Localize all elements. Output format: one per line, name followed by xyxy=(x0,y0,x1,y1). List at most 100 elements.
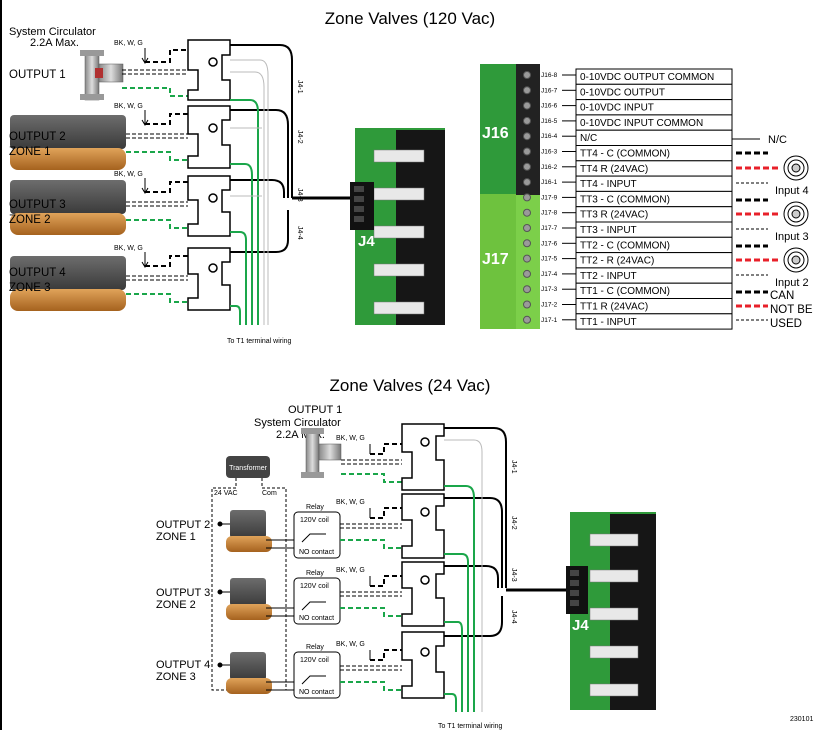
terminal-screw-icon xyxy=(523,178,531,187)
zone-valve-icon xyxy=(10,115,126,170)
wire-colors-label: BK, W, G xyxy=(336,435,365,442)
top-circulator-amps: 2.2A Max. xyxy=(30,37,79,49)
j4-pin-label: J4-3 xyxy=(296,188,303,202)
terminal-screw-icon xyxy=(523,224,531,232)
terminal-row-label: TT4 - INPUT xyxy=(580,179,637,190)
zone-valve-icon xyxy=(226,578,272,620)
terminal-screw-icon xyxy=(523,239,531,248)
top-output-2-zone: ZONE 1 xyxy=(9,146,51,158)
valve-leads xyxy=(217,521,296,691)
terminal-pin-label: J16-6 xyxy=(541,103,558,110)
terminal-screw-icon xyxy=(523,162,531,171)
terminal-screw-icon xyxy=(523,101,531,110)
terminal-row-label: 0-10VDC OUTPUT xyxy=(580,87,665,98)
zone-valve-icon xyxy=(226,510,272,552)
bottom-output-4-zone: ZONE 3 xyxy=(156,671,196,683)
contact-label: NO contact xyxy=(299,549,334,556)
wire-colors-label: BK, W, G xyxy=(114,171,143,178)
terminal-pin-label: J17-8 xyxy=(541,210,558,217)
j17-label: J17 xyxy=(482,251,509,268)
terminal-screw-icon xyxy=(523,86,531,95)
terminal-row-label: 0-10VDC INPUT COMMON xyxy=(580,118,703,129)
bottom-title: Zone Valves (24 Vac) xyxy=(330,376,491,395)
terminal-row-label: TT1 - INPUT xyxy=(580,317,637,328)
terminal-row-label: TT2 - R (24VAC) xyxy=(580,256,654,267)
transformer-label: Transformer xyxy=(229,465,268,472)
circulator-pump-icon xyxy=(80,50,124,101)
terminal-screw-icon xyxy=(523,132,531,141)
circulator-pump-icon xyxy=(301,428,342,478)
terminal-pin-label: J16-1 xyxy=(541,179,558,186)
bottom-output-4-label: OUTPUT 4 xyxy=(156,659,210,671)
coil-label: 120V coil xyxy=(300,657,329,664)
top-title: Zone Valves (120 Vac) xyxy=(325,9,495,28)
terminal-row-label: 0-10VDC OUTPUT COMMON xyxy=(580,72,714,83)
terminal-screw-icon xyxy=(523,300,531,309)
wire-colors-label: BK, W, G xyxy=(114,40,143,47)
j4-board-image xyxy=(350,128,445,325)
top-output-4-zone: ZONE 3 xyxy=(9,282,51,294)
bottom-output-wires xyxy=(340,443,402,691)
nc-label: N/C xyxy=(768,134,787,146)
com-label: Com xyxy=(262,490,277,497)
top-output-2-label: OUTPUT 2 xyxy=(9,131,66,143)
contact-label: NO contact xyxy=(299,615,334,622)
bottom-output-3-zone: ZONE 2 xyxy=(156,599,196,611)
top-terminal-strips xyxy=(187,39,231,311)
transformer-icon xyxy=(226,456,270,478)
cannot-use-line1: CAN xyxy=(770,290,794,302)
zone-valve-icon xyxy=(10,180,126,235)
terminal-screw-icon xyxy=(523,193,531,202)
terminal-row-label: TT3 R (24VAC) xyxy=(580,210,648,221)
j4-pin-label: J4-4 xyxy=(296,226,303,240)
terminal-pin-label: J17-6 xyxy=(541,240,558,247)
bottom-output-3-label: OUTPUT 3 xyxy=(156,587,210,599)
bottom-output-2-zone: ZONE 1 xyxy=(156,531,196,543)
terminal-row-label: TT1 - C (COMMON) xyxy=(580,286,670,297)
terminal-screw-icon xyxy=(523,254,531,263)
contact-label: NO contact xyxy=(299,689,334,696)
terminal-pin-label: J16-3 xyxy=(541,149,558,156)
bottom-trunk-wires xyxy=(444,427,568,712)
bottom-output-1-label: OUTPUT 1 xyxy=(288,404,342,416)
terminal-pin-label: J17-5 xyxy=(541,256,558,263)
terminal-screw-icon xyxy=(523,269,531,278)
j4-pin-label: J4-2 xyxy=(510,516,517,530)
top-j4-label: J4 xyxy=(358,233,375,250)
j4-pin-label: J4-1 xyxy=(296,80,303,94)
thermostat-input-icon xyxy=(783,201,809,227)
terminal-pin-label: J17-4 xyxy=(541,271,558,278)
cannot-use-line3: USED xyxy=(770,318,802,330)
terminal-screw-icon xyxy=(523,285,531,294)
terminal-row-label: TT4 R (24VAC) xyxy=(580,164,648,175)
zone-valve-icon xyxy=(226,652,272,694)
wire-colors-label: BK, W, G xyxy=(114,245,143,252)
top-footer: To T1 terminal wiring xyxy=(227,338,292,345)
terminal-pin-label: J16-2 xyxy=(541,164,558,171)
bottom-footer: To T1 terminal wiring xyxy=(438,723,503,730)
doc-number: 230101 xyxy=(790,716,813,723)
wire-colors-label: BK, W, G xyxy=(336,567,365,574)
input-4-label: Input 4 xyxy=(775,185,809,197)
terminal-pin-label: J16-4 xyxy=(541,133,558,140)
terminal-screw-icon xyxy=(523,208,531,217)
terminal-pin-label: J17-7 xyxy=(541,225,558,232)
j4-pin-label: J4-4 xyxy=(510,610,517,624)
terminal-row-box xyxy=(575,129,733,146)
top-output-3-zone: ZONE 2 xyxy=(9,214,51,226)
terminal-row-label: TT1 R (24VAC) xyxy=(580,302,648,313)
bottom-output-2-label: OUTPUT 2 xyxy=(156,519,210,531)
terminal-screw-icon xyxy=(523,147,531,156)
terminal-row-label: TT3 - C (COMMON) xyxy=(580,194,670,205)
terminal-pin-label: J16-5 xyxy=(541,118,558,125)
j4-pin-label: J4-3 xyxy=(510,568,517,582)
coil-label: 120V coil xyxy=(300,583,329,590)
terminal-screw-icon xyxy=(523,71,531,79)
relay-icon xyxy=(293,511,341,699)
input-2-label: Input 2 xyxy=(775,277,809,289)
terminal-row-box xyxy=(575,313,733,330)
terminal-pin-label: J17-2 xyxy=(541,302,558,309)
